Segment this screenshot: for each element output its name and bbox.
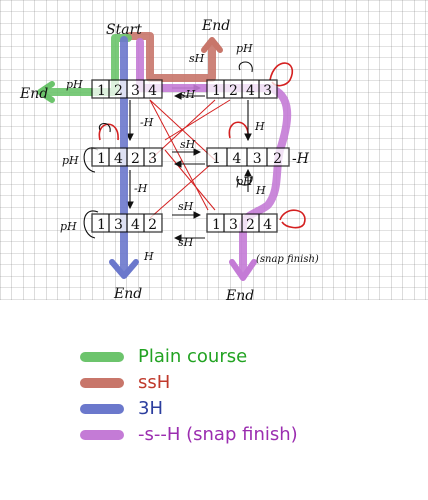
label-end-bottom-left: End (113, 286, 142, 302)
label-sH: sH (180, 88, 196, 101)
label-end-bottom-right: End (225, 288, 254, 304)
legend-item: 3H (80, 396, 380, 422)
path-ssH (126, 32, 223, 82)
legend-item: -s--H (snap finish) (80, 422, 380, 448)
label-pH: pH (66, 78, 83, 91)
legend-item: Plain course (80, 344, 380, 370)
label-start: Start (106, 22, 142, 38)
box-r1-right: 1243 (206, 79, 278, 99)
label-end-left: End (19, 86, 48, 102)
label-H: -H (140, 116, 154, 129)
label-sH: sH (180, 138, 196, 151)
label-pH: pH (236, 42, 253, 55)
label-sH: sH (189, 52, 205, 65)
label-H: -H (292, 151, 310, 167)
label-sH: sH (178, 200, 194, 213)
legend: Plain course ssH 3H -s--H (snap finish) (80, 344, 380, 448)
legend-label: Plain course (138, 346, 248, 367)
legend-swatch (80, 352, 124, 362)
legend-swatch (80, 404, 124, 414)
diagram-labels: Start End End End End (snap finish) sH p… (19, 18, 319, 304)
label-snap-finish: (snap finish) (256, 254, 319, 265)
method-diagram: 1234 1243 1423 1432 1342 1324 Start End … (0, 0, 428, 304)
label-sH: sH (178, 236, 194, 249)
legend-label: ssH (138, 372, 171, 393)
label-H: H (255, 184, 266, 197)
label-H: -H (134, 182, 148, 195)
legend-item: ssH (80, 370, 380, 396)
box-r2-left: 1423 (91, 147, 163, 167)
box-r3-left: 1342 (91, 213, 163, 233)
box-r1-left: 1234 (91, 79, 163, 99)
label-end-top-right: End (201, 18, 230, 34)
label-pH: pH (62, 154, 79, 167)
red-cross-lines (149, 99, 231, 219)
legend-label: 3H (138, 398, 163, 419)
label-pH: pH (60, 220, 77, 233)
box-r3-right: 1324 (206, 213, 278, 233)
legend-swatch (80, 378, 124, 388)
label-H: H (143, 250, 154, 263)
box-r2-right: 1432 (206, 147, 290, 167)
label-pH: pH (236, 175, 253, 188)
legend-label: -s--H (snap finish) (138, 424, 298, 445)
label-H: H (254, 120, 265, 133)
legend-swatch (80, 430, 124, 440)
